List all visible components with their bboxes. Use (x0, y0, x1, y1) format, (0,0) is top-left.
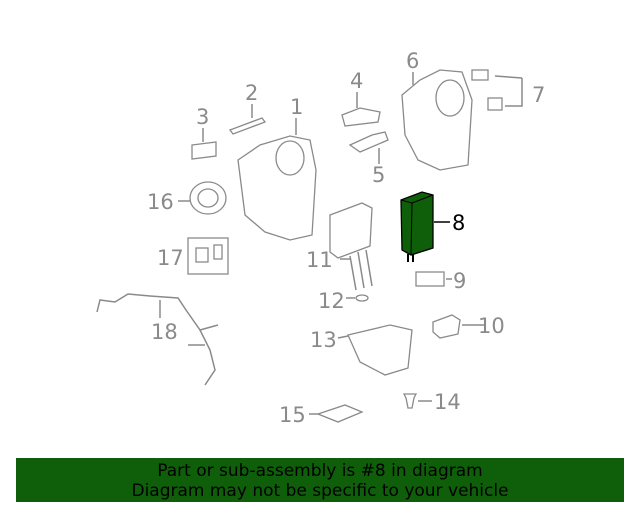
callout-7[interactable]: 7 (532, 83, 545, 107)
callout-1[interactable]: 1 (290, 95, 303, 119)
callout-12[interactable]: 12 (318, 289, 345, 313)
banner-line-1: Part or sub-assembly is #8 in diagram (157, 461, 483, 481)
callout-4[interactable]: 4 (350, 69, 363, 93)
part-12-o-ring[interactable] (355, 294, 369, 302)
part-3-filter[interactable] (191, 141, 217, 160)
callout-13[interactable]: 13 (310, 328, 337, 352)
callout-3[interactable]: 3 (196, 105, 209, 129)
part-7-clip[interactable] (471, 69, 489, 81)
callout-8[interactable]: 8 (452, 211, 465, 235)
callout-14[interactable]: 14 (434, 390, 461, 414)
part-9-gasket[interactable] (415, 271, 445, 287)
info-banner: Part or sub-assembly is #8 in diagram Di… (16, 458, 624, 502)
callout-16[interactable]: 16 (147, 190, 174, 214)
callout-9[interactable]: 9 (453, 269, 466, 293)
part-2-seal[interactable] (228, 117, 267, 135)
part-5-bracket[interactable] (348, 131, 389, 153)
part-6-case[interactable] (401, 69, 473, 171)
callout-6[interactable]: 6 (406, 49, 419, 73)
part-1-hvac-housing[interactable] (237, 135, 317, 241)
callout-15[interactable]: 15 (279, 403, 306, 427)
callout-5[interactable]: 5 (372, 163, 385, 187)
part-13-drain-pan[interactable] (347, 324, 413, 376)
part-14-fastener[interactable] (402, 393, 418, 409)
callout-10[interactable]: 10 (478, 314, 505, 338)
part-7-clip[interactable] (487, 97, 503, 111)
part-11-heater-core[interactable] (329, 202, 373, 291)
part-15-plate[interactable] (316, 404, 364, 423)
part-10-sensor[interactable] (432, 314, 461, 339)
callout-17[interactable]: 17 (157, 246, 184, 270)
part-4-bracket[interactable] (341, 107, 381, 127)
part-16-blower-motor[interactable] (189, 181, 227, 215)
part-8-module[interactable] (400, 191, 434, 262)
callout-2[interactable]: 2 (245, 81, 258, 105)
part-18-wiring-harness[interactable] (96, 293, 219, 386)
callout-11[interactable]: 11 (306, 248, 333, 272)
banner-line-2: Diagram may not be specific to your vehi… (131, 481, 509, 501)
callout-18[interactable]: 18 (151, 320, 178, 344)
